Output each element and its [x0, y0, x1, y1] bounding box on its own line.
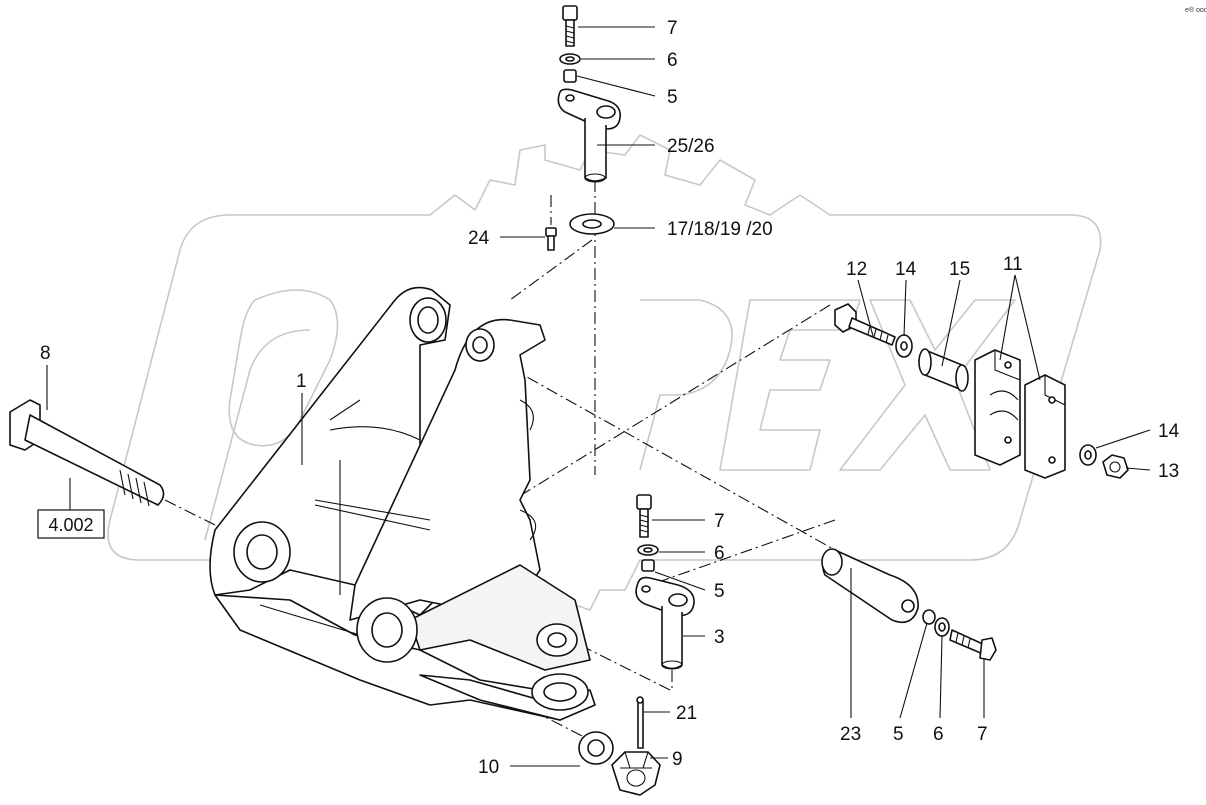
- callout-top-nut: 5: [667, 87, 678, 108]
- cross-pin-nut: [922, 609, 936, 625]
- axis-line-washer-to-bracket: [509, 239, 593, 301]
- callout-cross-pin-bolt: 7: [977, 724, 988, 745]
- callout-clamp-bolt: 12: [846, 259, 867, 280]
- lower-pin-plate: [635, 576, 695, 670]
- callout-bottom-washer: 10: [478, 757, 499, 778]
- mid-washer: [637, 544, 659, 556]
- callout-mid-nut: 5: [714, 581, 725, 602]
- cross-pin: [821, 548, 919, 624]
- watermark-logo: [107, 134, 1102, 611]
- leader-lines: [46, 26, 1151, 767]
- callout-lower-pin: 3: [714, 627, 725, 648]
- top-pin-plate: [557, 88, 622, 183]
- corner-mark: e® ooo: [1185, 6, 1206, 14]
- axis-line-bolt12: [504, 304, 831, 506]
- axis-line-lower-pin: [559, 634, 671, 691]
- bottom-washer: [578, 731, 614, 765]
- main-frame-bracket: [209, 286, 596, 721]
- castle-nut: [611, 751, 661, 796]
- callout-top-washer: 6: [667, 50, 678, 71]
- callout-cross-pin: 23: [840, 724, 861, 745]
- callout-clamp-nut: 13: [1158, 461, 1179, 482]
- callout-cotter-pin: 21: [676, 703, 697, 724]
- reference-box-frame: [37, 509, 105, 539]
- callout-clamp-washer-left: 14: [895, 259, 917, 280]
- mid-bolt: [636, 494, 652, 538]
- clamp-washer-right: [1079, 444, 1097, 466]
- callout-top-bolt: 7: [667, 18, 678, 39]
- callout-spacer-sleeve: 15: [949, 259, 970, 280]
- long-pin: [9, 399, 165, 507]
- cross-pin-bolt: [949, 629, 997, 661]
- reference-box-label: 4.002: [48, 515, 93, 535]
- callout-cross-pin-washer: 6: [933, 724, 944, 745]
- clamp-block-pair: [974, 349, 1066, 479]
- axis-line-long-pin: [164, 499, 226, 531]
- callout-mid-washer: 6: [714, 543, 725, 564]
- callout-thrust-washer: 17/18/19 /20: [667, 219, 773, 240]
- cotter-pin: [636, 696, 644, 749]
- clamp-nut: [1102, 454, 1129, 479]
- clamp-washer-left: [895, 334, 913, 358]
- callout-top-pin: 25/26: [667, 136, 715, 157]
- clamp-bolt: [834, 303, 896, 346]
- callout-mid-bolt: 7: [714, 511, 725, 532]
- callout-clamp-blocks: 11: [1003, 254, 1023, 275]
- cross-pin-washer: [934, 617, 950, 637]
- callout-grease-fitting: 24: [468, 228, 490, 249]
- callout-main-frame: 1: [296, 371, 307, 392]
- grease-fitting: [545, 227, 557, 251]
- axis-line-clamp: [649, 519, 836, 586]
- mid-nut: [641, 559, 655, 572]
- axis-line-nut9: [394, 639, 591, 741]
- callout-labels: 7 6 5 25/26 24 17/18/19 /20 12 14 15 11 …: [40, 18, 1180, 778]
- callout-clamp-washer-right: 14: [1158, 421, 1180, 442]
- top-bolt: [562, 5, 578, 47]
- callout-castle-nut: 9: [672, 749, 683, 770]
- thrust-washer: [569, 213, 615, 235]
- spacer-sleeve: [918, 348, 969, 392]
- top-washer: [559, 53, 581, 65]
- axis-line-cross-pin: [469, 344, 836, 551]
- callout-long-pin: 8: [40, 343, 51, 364]
- callout-cross-pin-nut: 5: [893, 724, 904, 745]
- top-nut: [563, 69, 577, 83]
